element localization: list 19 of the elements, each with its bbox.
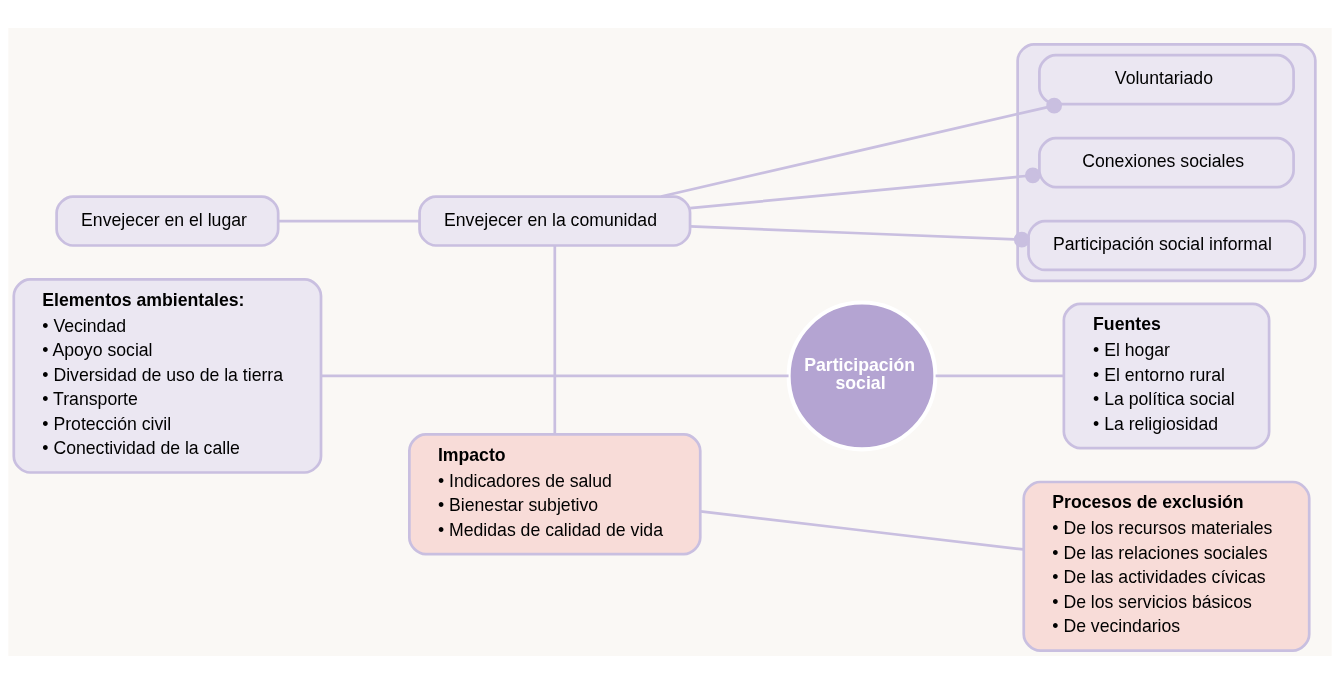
connector bbox=[690, 166, 1041, 209]
node-box: Elementos ambientales: • Vecindad • Apoyo social • Diversidad de uso de la tierra • Transporte • Protección civil • Conectividad de la calle bbox=[12, 277, 323, 474]
connector bbox=[700, 509, 1024, 551]
connector bbox=[553, 245, 557, 434]
cluster bbox=[1016, 42, 1317, 282]
node-box: Envejecer en la comunidad bbox=[418, 194, 692, 247]
connector bbox=[690, 224, 1030, 248]
connector bbox=[321, 374, 789, 377]
connector bbox=[935, 374, 1064, 377]
node-box: Conexiones sociales bbox=[1038, 136, 1295, 188]
connector bbox=[660, 97, 1063, 198]
connector bbox=[278, 219, 420, 222]
node-box: Impacto • Indicadores de salud • Bienestar subjetivo • Medidas de calidad de vida bbox=[408, 432, 702, 555]
node-box: Participación social informal bbox=[1027, 219, 1306, 271]
node-box: Procesos de exclusión • De los recursos materiales • De las relaciones sociales • De las actividades cívicas • De los servicios básicos • De vecindarios bbox=[1022, 480, 1311, 652]
node-circle: Participación social bbox=[786, 300, 938, 451]
node-box: Voluntariado bbox=[1038, 53, 1295, 105]
node-box: Envejecer en el lugar bbox=[55, 194, 280, 247]
node-box: Fuentes • El hogar • El entorno rural • La política social • La religiosidad bbox=[1062, 302, 1271, 449]
